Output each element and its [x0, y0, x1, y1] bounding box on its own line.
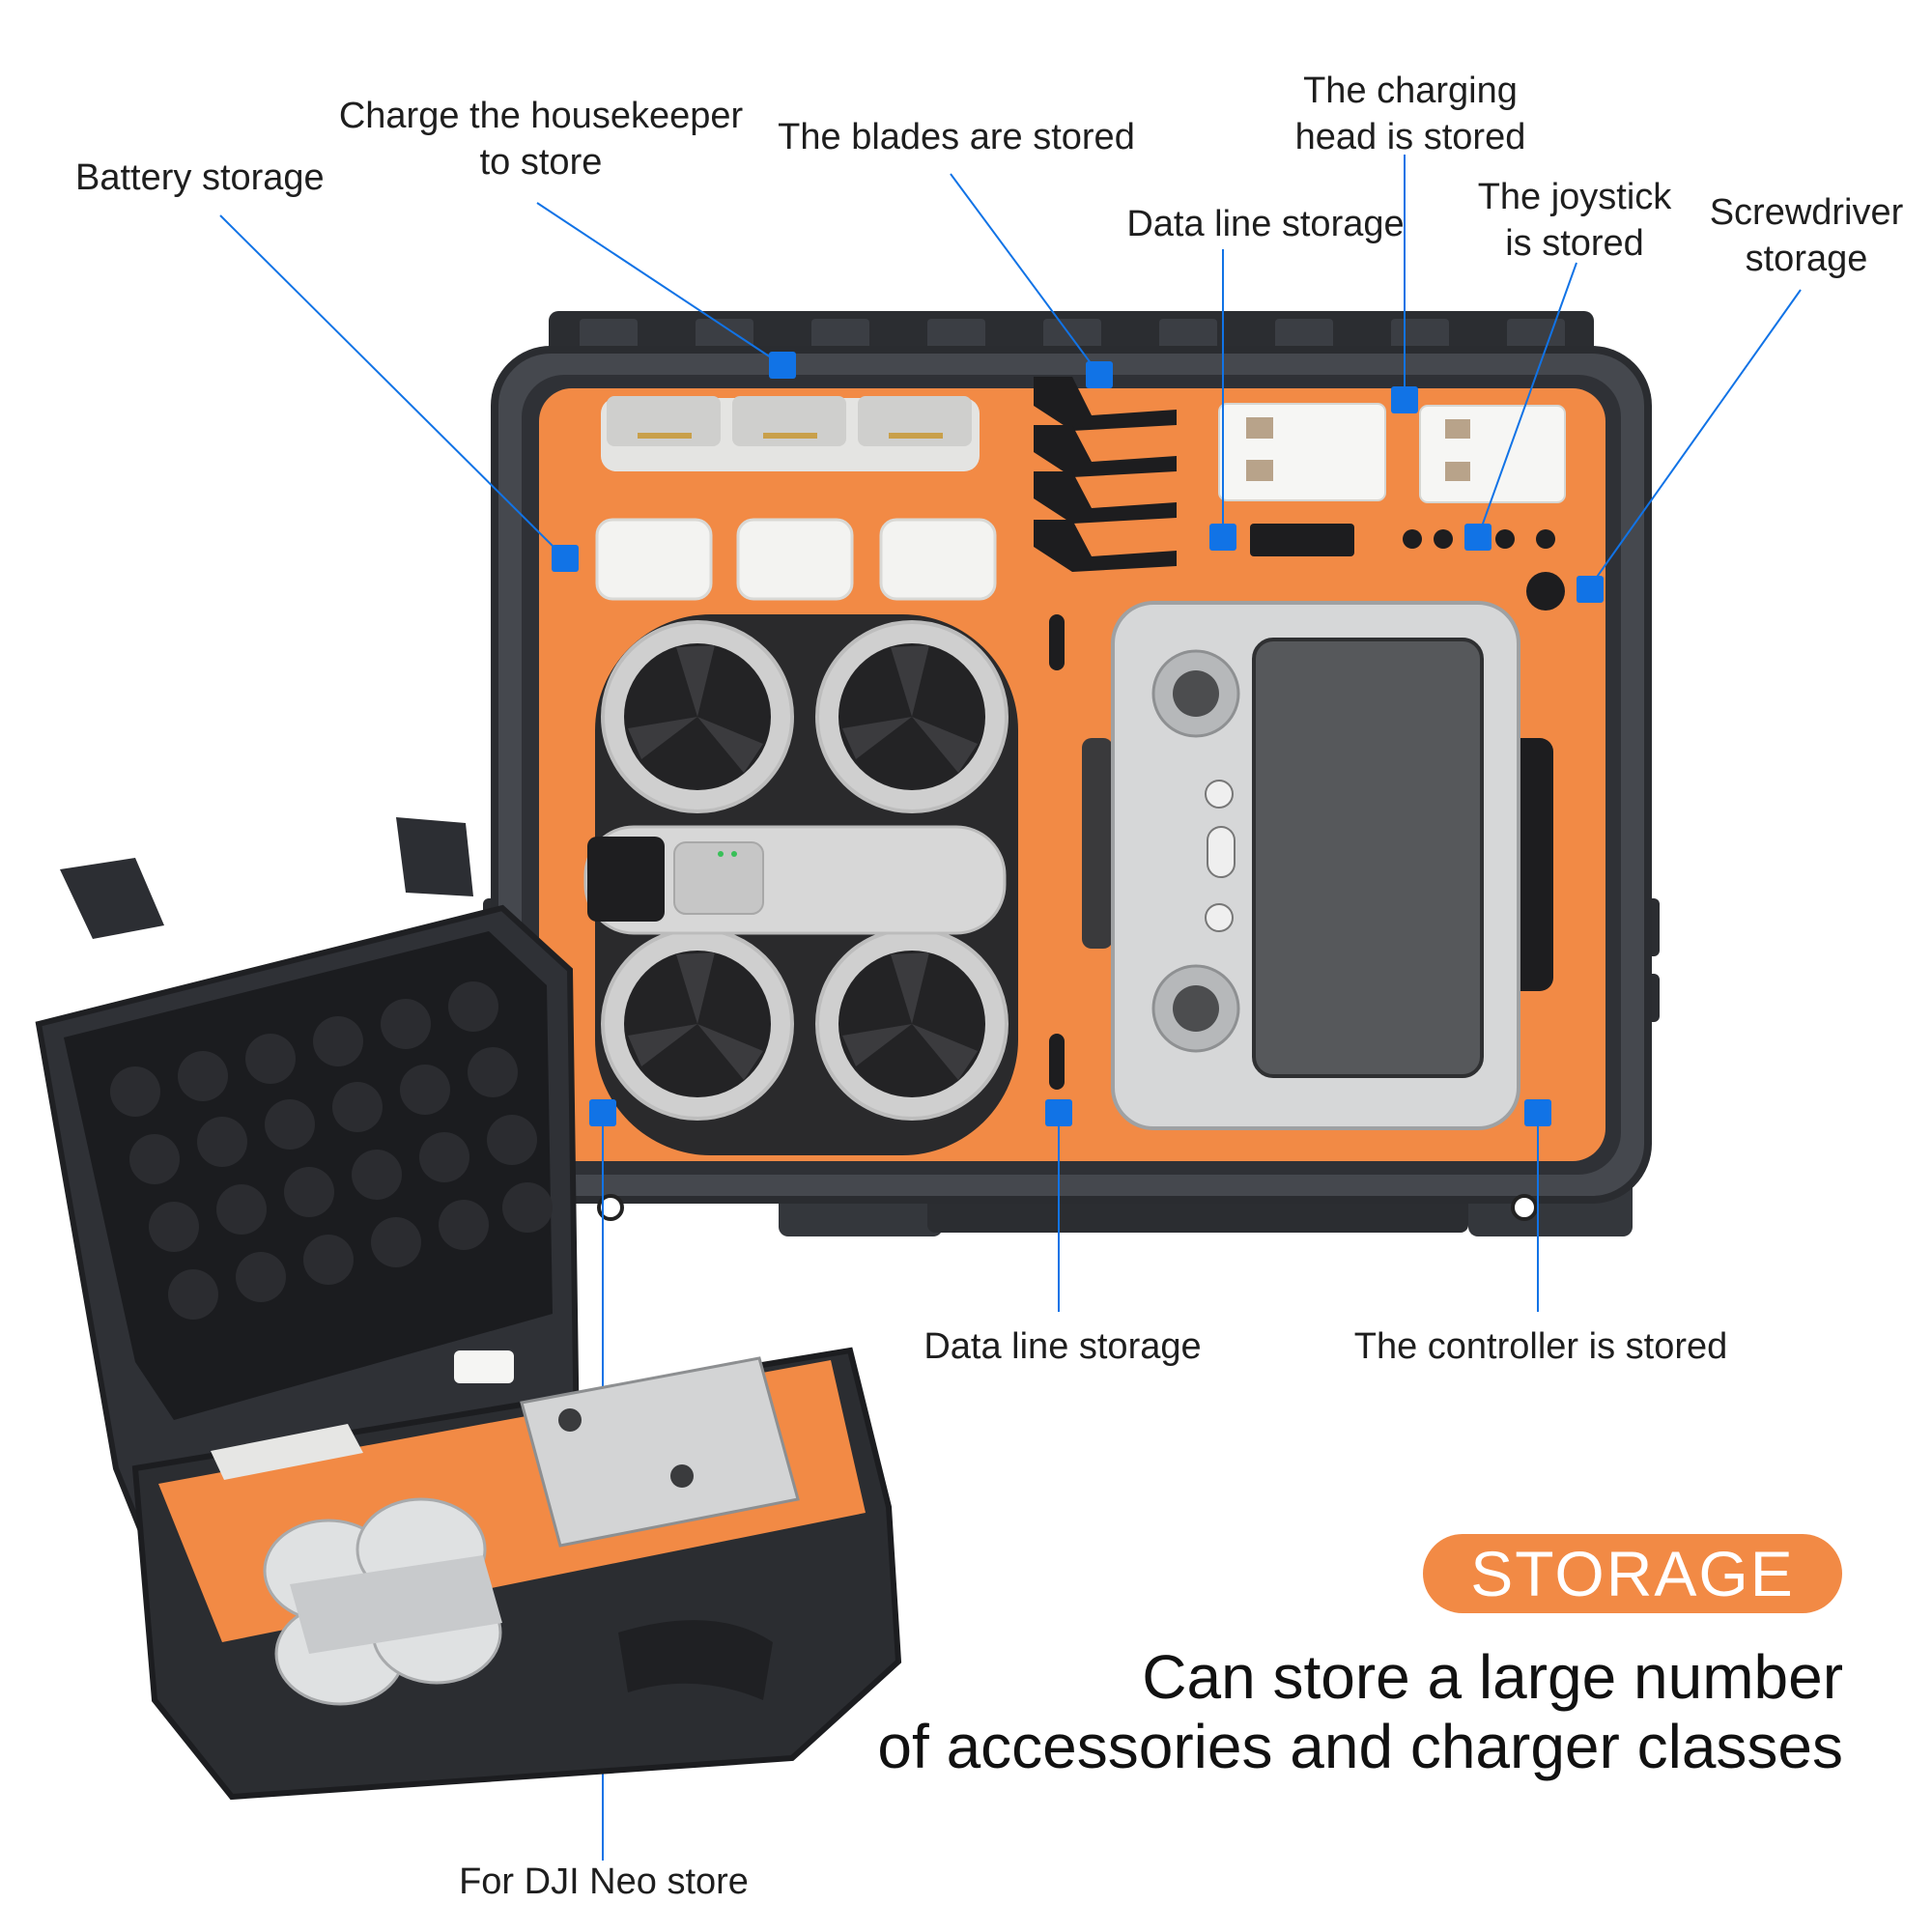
label-data-line-storage-bottom: Data line storage [923, 1326, 1202, 1367]
storage-badge: STORAGE [1423, 1534, 1842, 1613]
label-data-line-storage-top: Data line storage [1126, 204, 1405, 244]
label-joystick: The joystick is stored [1449, 174, 1700, 267]
label-screwdriver-storage: Screwdriver storage [1700, 189, 1913, 282]
label-dji-neo-store: For DJI Neo store [459, 1861, 749, 1902]
label-charge-housekeeper: Charge the housekeeper to store [328, 93, 753, 185]
remote-controller [1082, 601, 1553, 1130]
headline-line1: Can store a large number [1142, 1642, 1843, 1712]
charging-hub [601, 396, 980, 471]
open-case-angled-view [35, 817, 902, 1801]
label-joystick-line1: The joystick [1477, 177, 1672, 217]
label-screwdriver-line2: storage [1745, 239, 1868, 279]
label-charge-housekeeper-line2: to store [479, 142, 603, 183]
label-screwdriver-line1: Screwdriver [1709, 192, 1904, 233]
propeller-blades [1034, 377, 1177, 572]
label-controller-stored: The controller is stored [1353, 1326, 1728, 1367]
open-case-top-view [219, 155, 1802, 1861]
batteries [595, 518, 997, 601]
label-charging-head-line1: The charging [1303, 71, 1518, 111]
label-blades-stored: The blades are stored [778, 117, 1135, 157]
label-charge-housekeeper-line1: Charge the housekeeper [338, 96, 744, 136]
charging-heads [1218, 403, 1566, 503]
label-battery-storage: Battery storage [75, 157, 325, 198]
dji-neo-drone [583, 614, 1018, 1155]
label-charging-head-line2: head is stored [1294, 117, 1526, 157]
headline: Can store a large number of accessories … [684, 1642, 1843, 1781]
label-joystick-line2: is stored [1505, 223, 1644, 264]
headline-line2: of accessories and charger classes [877, 1712, 1843, 1781]
label-charging-head: The charging head is stored [1256, 68, 1565, 160]
